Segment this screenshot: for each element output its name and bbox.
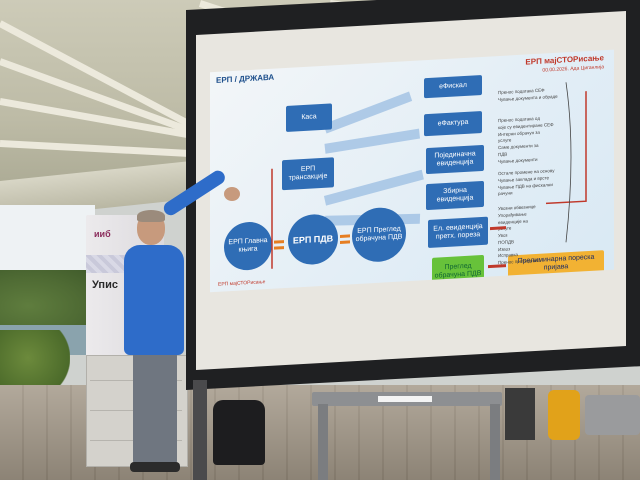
yellow-jacket — [548, 390, 580, 440]
red-bracket-line — [546, 91, 587, 205]
black-bag — [213, 400, 265, 465]
equals-sign — [274, 246, 284, 250]
banner-text: Упис — [92, 279, 118, 291]
speaker-stand — [193, 380, 207, 480]
banner-logo: ииб — [94, 229, 111, 239]
paper-sheet — [378, 396, 432, 402]
chair — [585, 395, 640, 435]
presenter-legs — [133, 345, 177, 465]
projection-screen: ЕРП / ДРЖАВА ЕРП мајСТОРисање 00.00.2026… — [196, 10, 626, 371]
presenter-hair — [137, 210, 165, 222]
trees — [0, 270, 95, 330]
red-arrow — [490, 226, 506, 231]
slide-annotations — [271, 82, 587, 269]
equals-sign — [340, 240, 350, 244]
presenter-shirt — [124, 245, 184, 355]
slide: ЕРП / ДРЖАВА ЕРП мајСТОРисање 00.00.2026… — [210, 49, 614, 293]
red-arrow — [488, 264, 506, 269]
equals-sign — [340, 234, 350, 238]
presenter-hand — [224, 187, 240, 201]
equipment-stand — [505, 388, 535, 440]
equals-sign — [274, 240, 284, 244]
table-leg — [318, 404, 328, 480]
presenter-shoes — [130, 462, 180, 472]
bracket — [565, 82, 572, 243]
table-leg — [490, 404, 500, 480]
